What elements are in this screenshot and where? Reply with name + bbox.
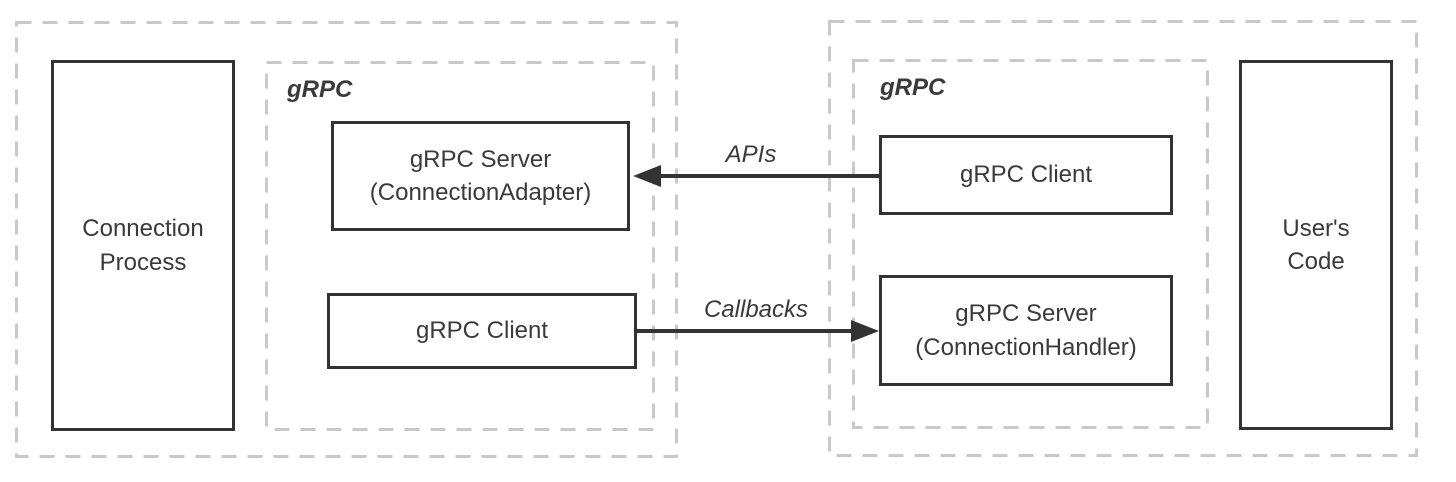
grpc-server-adapter-line1: gRPC Server	[409, 145, 552, 173]
grpc-server-connection-handler-box: gRPC Server (ConnectionHandler)	[879, 275, 1173, 386]
grpc-server-handler-line2: (ConnectionHandler)	[915, 333, 1137, 361]
users-code-label: User's Code	[1282, 214, 1350, 275]
right-grpc-group-label: gRPC	[880, 74, 946, 101]
apis-arrow-label: APIs	[725, 141, 777, 168]
right-grpc-client-box: gRPC Client	[879, 135, 1173, 215]
grpc-server-connection-adapter-box: gRPC Server (ConnectionAdapter)	[331, 121, 630, 231]
left-grpc-client-box: gRPC Client	[327, 293, 637, 369]
right-grpc-dashed-group	[852, 59, 1209, 429]
connection-process-label: Connection Process	[82, 215, 204, 276]
left-grpc-dashed-group	[265, 61, 655, 431]
apis-arrowhead-left-icon	[633, 165, 661, 187]
grpc-server-connection-adapter-label: gRPC Server (ConnectionAdapter)	[370, 143, 591, 209]
grpc-server-adapter-line2: (ConnectionAdapter)	[369, 179, 592, 206]
grpc-server-handler-line1: gRPC Server	[955, 300, 1097, 328]
user-process-dashed-container	[828, 20, 1418, 457]
grpc-server-connection-handler-label: gRPC Server (ConnectionHandler)	[915, 297, 1136, 363]
left-grpc-client-label: gRPC Client	[415, 317, 549, 345]
callbacks-arrow-label: Callbacks	[703, 296, 809, 323]
users-code-box: User's Code	[1239, 60, 1393, 430]
left-grpc-group-label: gRPC	[287, 76, 353, 103]
right-grpc-client-label: gRPC Client	[959, 161, 1093, 189]
callbacks-arrowhead-right-icon	[851, 320, 879, 342]
connection-process-box: Connection Process	[51, 60, 235, 431]
